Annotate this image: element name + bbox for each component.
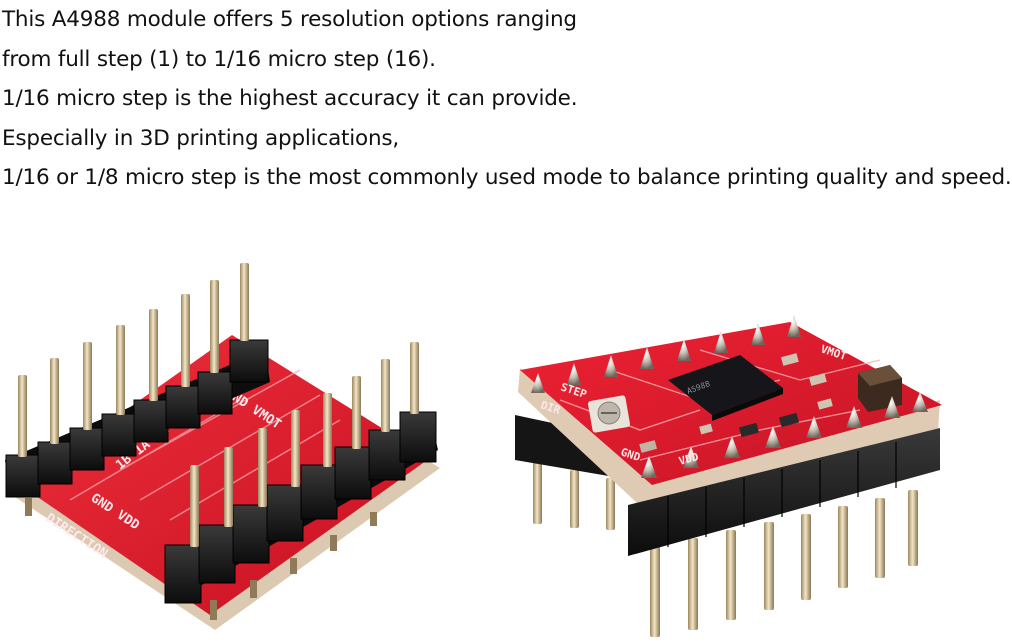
- caption-line-4: Especially in 3D printing applications,: [2, 125, 400, 151]
- svg-text:VDD: VDD: [677, 450, 700, 468]
- a4988-module-left: DIRECTION GND VDD 1B 1A 2A 2B GND VMOT: [5, 263, 440, 630]
- svg-text:DIR: DIR: [539, 398, 562, 417]
- caption-line-5: 1/16 or 1/8 micro step is the most commo…: [2, 165, 1012, 190]
- solder-joints: [531, 315, 928, 478]
- bottom-pins: [533, 462, 918, 637]
- caption-line-1: This A4988 module offers 5 resolution op…: [2, 7, 577, 32]
- description-text: This A4988 module offers 5 resolution op…: [2, 0, 1012, 198]
- capacitor: [858, 365, 902, 412]
- product-photo: DIRECTION GND VDD 1B 1A 2A 2B GND VMOT: [5, 263, 942, 637]
- a4988-module-right: AS988: [515, 315, 942, 637]
- header-row-back: [5, 263, 270, 498]
- a4988-chip: AS988: [668, 355, 783, 421]
- caption-line-3: 1/16 micro step is the highest accuracy …: [2, 86, 578, 111]
- caption-line-2: from full step (1) to 1/16 micro step (1…: [2, 46, 436, 72]
- header-row-bottom-front: [628, 428, 940, 556]
- potentiometer: [587, 395, 631, 433]
- header-row-front: [25, 342, 438, 620]
- smd-components: [639, 353, 833, 453]
- svg-text:GND: GND: [619, 445, 642, 464]
